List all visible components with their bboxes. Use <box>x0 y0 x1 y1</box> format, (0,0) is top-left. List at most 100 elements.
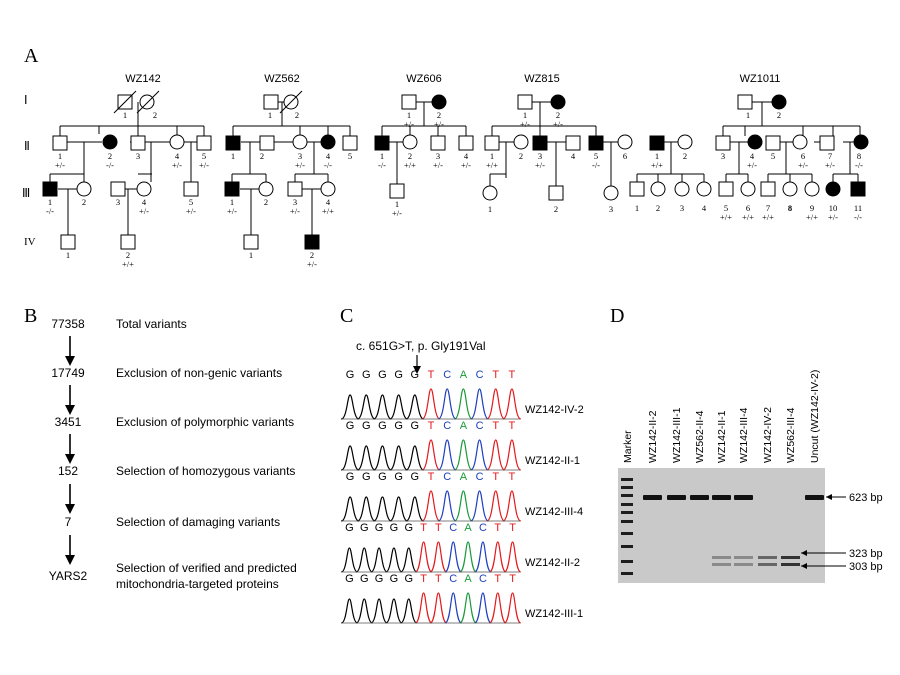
genotype: -/- <box>378 160 386 170</box>
sample-label: WZ142-II-2 <box>525 557 580 569</box>
individual-number: 1 <box>231 151 235 161</box>
trace-peak <box>421 490 441 522</box>
base-call: T <box>509 369 516 381</box>
male-symbol <box>430 135 446 151</box>
base-call: T <box>509 573 516 585</box>
genotype: -/- <box>106 160 114 170</box>
genotype: +/- <box>404 119 414 129</box>
trace-peak <box>373 394 392 420</box>
band-323 <box>781 556 800 559</box>
individual-number: 6 <box>746 203 750 213</box>
panel-label-a: A <box>24 45 39 67</box>
base-call: G <box>411 369 420 381</box>
trace-peak <box>429 592 447 624</box>
genotype: +/+ <box>404 160 416 170</box>
band-303 <box>734 563 753 566</box>
male-symbol <box>819 135 835 151</box>
arrow-left-icon <box>826 494 832 500</box>
trace-peak <box>459 592 477 624</box>
trace-peak <box>340 598 358 624</box>
trace-peak <box>470 490 489 522</box>
female-affected-symbol <box>550 94 566 110</box>
genotype: +/+ <box>486 160 498 170</box>
base-call: C <box>476 471 484 483</box>
individual-number: 4 <box>750 151 755 161</box>
base-call: G <box>345 522 354 534</box>
individual-number: 2 <box>437 110 441 120</box>
trace-peak <box>357 445 376 471</box>
base-call: T <box>492 369 499 381</box>
genotype: +/- <box>434 119 444 129</box>
flow-count: 17749 <box>51 366 85 380</box>
individual-number: 3 <box>609 204 613 214</box>
trace-peak <box>373 496 392 522</box>
female-symbol <box>603 185 619 201</box>
individual-number: 3 <box>436 151 440 161</box>
individual-number: 2 <box>519 151 523 161</box>
deceased-slash <box>136 90 160 114</box>
flow-label: Selection of damaging variants <box>116 515 280 529</box>
individual-number: 5 <box>724 203 728 213</box>
individual-number: 3 <box>116 197 120 207</box>
base-call: T <box>509 522 516 534</box>
genotype: +/- <box>290 206 300 216</box>
trace-peak <box>355 547 373 573</box>
male-affected-symbol <box>588 135 604 151</box>
base-call: G <box>394 369 403 381</box>
trace-peak <box>504 541 522 573</box>
female-affected-symbol <box>431 94 447 110</box>
base-call: T <box>420 573 427 585</box>
female-affected-symbol <box>825 181 841 197</box>
genotype: -/- <box>592 160 600 170</box>
trace-peak <box>454 490 473 522</box>
genotype: +/- <box>828 212 838 222</box>
male-symbol <box>120 234 136 250</box>
genotype: +/- <box>199 160 209 170</box>
male-symbol <box>715 135 731 151</box>
base-call: C <box>443 369 451 381</box>
base-call: G <box>378 471 387 483</box>
arrow-down-icon <box>65 555 75 565</box>
base-call: A <box>460 420 468 432</box>
trace-peak <box>502 439 522 471</box>
individual-number: 5 <box>202 151 206 161</box>
base-call: G <box>362 420 371 432</box>
genotype: +/+ <box>322 206 334 216</box>
arrow-down-icon <box>65 454 75 464</box>
base-call: G <box>390 522 399 534</box>
individual-number: 11 <box>854 203 862 213</box>
genotype: +/- <box>535 160 545 170</box>
base-call: C <box>479 573 487 585</box>
trace-peak <box>486 490 505 522</box>
band-303 <box>758 563 777 566</box>
trace-peak <box>474 592 492 624</box>
trace-peak <box>415 541 433 573</box>
female-symbol <box>136 181 152 197</box>
individual-number: 2 <box>153 110 157 120</box>
individual-number: 3 <box>721 151 725 161</box>
male-affected-symbol <box>224 181 240 197</box>
individual-number: 3 <box>293 197 297 207</box>
base-call: T <box>509 471 516 483</box>
gel-lane-label: Uncut (WZ142-IV-2) <box>809 370 821 463</box>
filtering-flowchart: 77358 Total variants 17749 Exclusion of … <box>49 317 297 591</box>
base-call: G <box>345 573 354 585</box>
trace-peak <box>357 394 376 420</box>
gel-lane-label: WZ142-III-1 <box>671 407 683 463</box>
gel-bands <box>621 478 824 575</box>
gel-lane-label: WZ142-II-1 <box>716 410 728 463</box>
genotype: +/- <box>227 206 237 216</box>
male-symbol <box>263 94 279 110</box>
band-623 <box>712 495 731 500</box>
base-call: G <box>346 369 355 381</box>
arrow-down-icon <box>413 366 421 374</box>
band-623 <box>805 495 824 500</box>
panel-label-c: C <box>340 305 353 327</box>
genotype: +/- <box>433 160 443 170</box>
base-call: G <box>404 573 413 585</box>
generation-label-iii: Ⅲ <box>22 186 30 200</box>
trace-peak <box>437 490 457 522</box>
trace-peak <box>429 541 447 573</box>
